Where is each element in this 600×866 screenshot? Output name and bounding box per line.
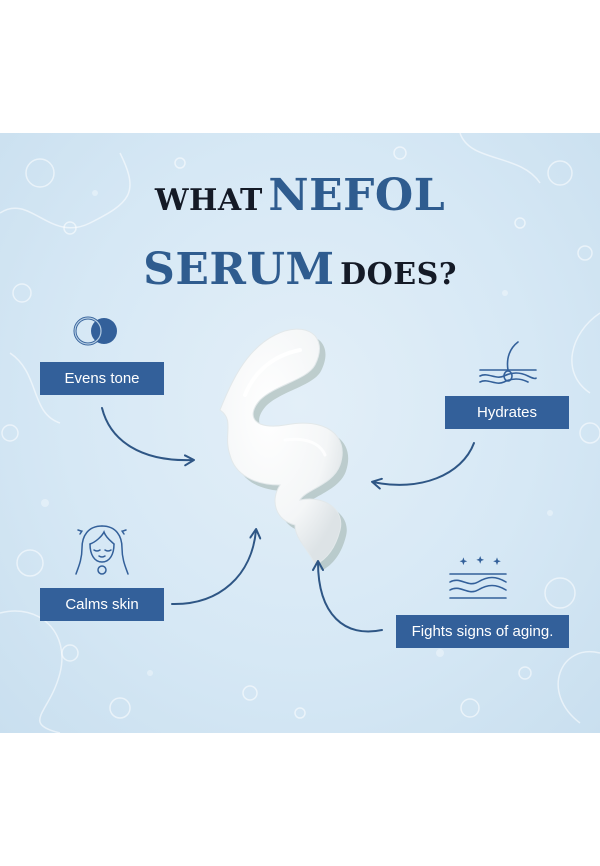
benefit-label-evens-tone: Evens tone	[40, 362, 164, 395]
title-word-does: DOES?	[340, 257, 457, 292]
serum-swirl-image	[219, 328, 349, 570]
title-line-2: SERUM DOES?	[0, 244, 600, 295]
calm-face-icon	[75, 525, 129, 575]
skin-layer-hair-icon	[479, 341, 537, 384]
title-line-1: WHAT NEFOL	[0, 170, 600, 221]
water-splash-texture	[0, 133, 600, 733]
title-word-nefol: NEFOL	[268, 170, 446, 221]
smooth-skin-sparkle-icon	[449, 556, 507, 599]
overlapping-circles-icon	[73, 316, 117, 346]
title-word-serum: SERUM	[143, 244, 335, 295]
benefit-label-hydrates: Hydrates	[445, 396, 569, 429]
title-word-what: WHAT	[154, 183, 263, 218]
benefit-label-fights-aging: Fights signs of aging.	[396, 615, 569, 648]
benefit-label-calms-skin: Calms skin	[40, 588, 164, 621]
